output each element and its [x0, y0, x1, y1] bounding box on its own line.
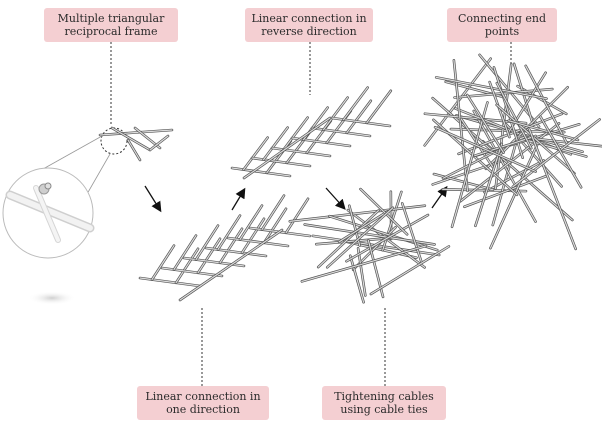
lattice-reverse-rod-highlight — [283, 116, 309, 151]
cluster-rod-highlight — [357, 247, 366, 297]
sphere-rod-highlight — [525, 65, 568, 144]
arrow-4-to-2 — [231, 187, 246, 211]
lattice-one-direction-rod-highlight — [219, 228, 243, 264]
label-line: Connecting end — [457, 12, 547, 25]
lattice-one-direction-rod-highlight — [175, 248, 199, 284]
cluster-rod-highlight — [349, 255, 365, 303]
sphere-rod-highlight — [528, 129, 577, 250]
sphere-rod-highlight — [539, 116, 582, 188]
joint-detail-zoom — [2, 127, 128, 305]
cluster-rod-highlight — [317, 210, 380, 268]
label-line: Tightening cables — [334, 390, 434, 403]
lattice-one-direction-rod-highlight — [285, 198, 309, 234]
lattice-reverse-rod-highlight — [311, 127, 371, 137]
lattice-one-direction-rod-highlight — [179, 229, 283, 301]
lattice-reverse-rod-highlight — [346, 100, 372, 134]
lattice-reverse-rod-highlight — [263, 126, 289, 161]
cluster-rod-highlight — [301, 245, 427, 283]
lattice-reverse-rod-highlight — [366, 90, 392, 124]
frame-rod-highlight — [111, 127, 151, 151]
label-line: Linear connection in — [251, 12, 367, 25]
lattice-reverse-rod-highlight — [243, 117, 331, 179]
label-line: using cable ties — [340, 403, 428, 416]
lattice-one-direction-rod-highlight — [183, 257, 245, 267]
lattice-one-direction-rod-highlight — [139, 277, 201, 287]
lattice-one-direction-rod-highlight — [241, 218, 265, 254]
lattice-reverse-rod-highlight — [323, 96, 349, 131]
arrow-1-to-4 — [144, 185, 162, 213]
label-linear-connection-one-direction: Linear connection in one direction — [137, 386, 269, 420]
cluster-rod-highlight — [338, 210, 389, 243]
lattice-reverse-rod-highlight — [231, 167, 291, 177]
cluster-rod-highlight — [345, 214, 429, 262]
sphere-rod-highlight — [432, 97, 493, 151]
lattice-one-direction-rod-highlight — [227, 237, 289, 247]
lattice-one-direction-rod-highlight — [195, 225, 219, 261]
sphere-rod-highlight — [466, 94, 505, 154]
cluster-rod-highlight — [401, 202, 423, 263]
label-tightening-cables: Tightening cables using cable ties — [322, 386, 446, 420]
cluster-rod-highlight — [370, 245, 450, 295]
label-connecting-end-points: Connecting end points — [447, 8, 557, 42]
sphere-rod-highlight — [483, 159, 545, 193]
lattice-reverse-rod-highlight — [331, 117, 391, 127]
lattice-one-direction-rod-highlight — [217, 215, 241, 251]
sphere-rod-highlight — [459, 122, 560, 202]
cluster-rod-highlight — [359, 188, 408, 235]
sphere-rod-highlight — [489, 81, 511, 138]
label-multiple-triangular-reciprocal-frame: Multiple triangular reciprocal frame — [44, 8, 178, 42]
lattice-one-direction-rod-highlight — [263, 208, 287, 244]
cluster-rod-highlight — [315, 237, 392, 245]
label-line: Linear connection in — [145, 390, 261, 403]
label-line: one direction — [166, 403, 240, 416]
sphere-rod-highlight — [434, 126, 537, 173]
frame-rod-highlight — [99, 129, 173, 136]
lattice-one-direction-rod-highlight — [205, 247, 267, 257]
sphere-rod-highlight — [519, 137, 587, 158]
lattice-one-direction-rod-highlight — [261, 195, 285, 231]
cluster-rod-highlight — [289, 205, 426, 222]
lattice-one-direction-rod-highlight — [173, 235, 197, 271]
cluster-rod-highlight — [328, 215, 438, 251]
sphere-rod-highlight — [512, 118, 601, 188]
frame-rod-highlight — [149, 135, 169, 151]
lattice-reverse-rod-highlight — [271, 147, 331, 157]
sphere-rod-highlight — [451, 101, 489, 228]
lattice-one-direction-rod-highlight — [151, 245, 175, 281]
lattice-reverse-rod-highlight — [343, 86, 369, 121]
sphere-rod-highlight — [496, 82, 532, 149]
sphere-rod-highlight — [474, 143, 503, 227]
label-line: reverse direction — [261, 25, 357, 38]
lattice-reverse-rod-highlight — [251, 157, 311, 167]
lattice-one-direction-rod-highlight — [161, 267, 223, 277]
label-line: Multiple triangular — [57, 12, 165, 25]
lattice-one-direction-rod-highlight — [239, 205, 263, 241]
sphere-rod-highlight — [507, 120, 579, 141]
label-line: reciprocal frame — [64, 25, 158, 38]
frame-rod-highlight — [127, 139, 141, 161]
lattice-reverse-rod-highlight — [243, 137, 269, 171]
label-line: points — [484, 25, 520, 38]
label-linear-connection-reverse: Linear connection in reverse direction — [245, 8, 373, 42]
sphere-rod-highlight — [496, 104, 576, 175]
cluster-rod-highlight — [326, 207, 394, 268]
lattice-one-direction-rod-highlight — [197, 238, 221, 274]
arrow-5-to-3 — [431, 185, 448, 209]
cluster-rod-highlight — [304, 223, 436, 246]
sphere-rod-highlight — [463, 175, 548, 208]
arrow-2-to-5 — [325, 187, 346, 210]
